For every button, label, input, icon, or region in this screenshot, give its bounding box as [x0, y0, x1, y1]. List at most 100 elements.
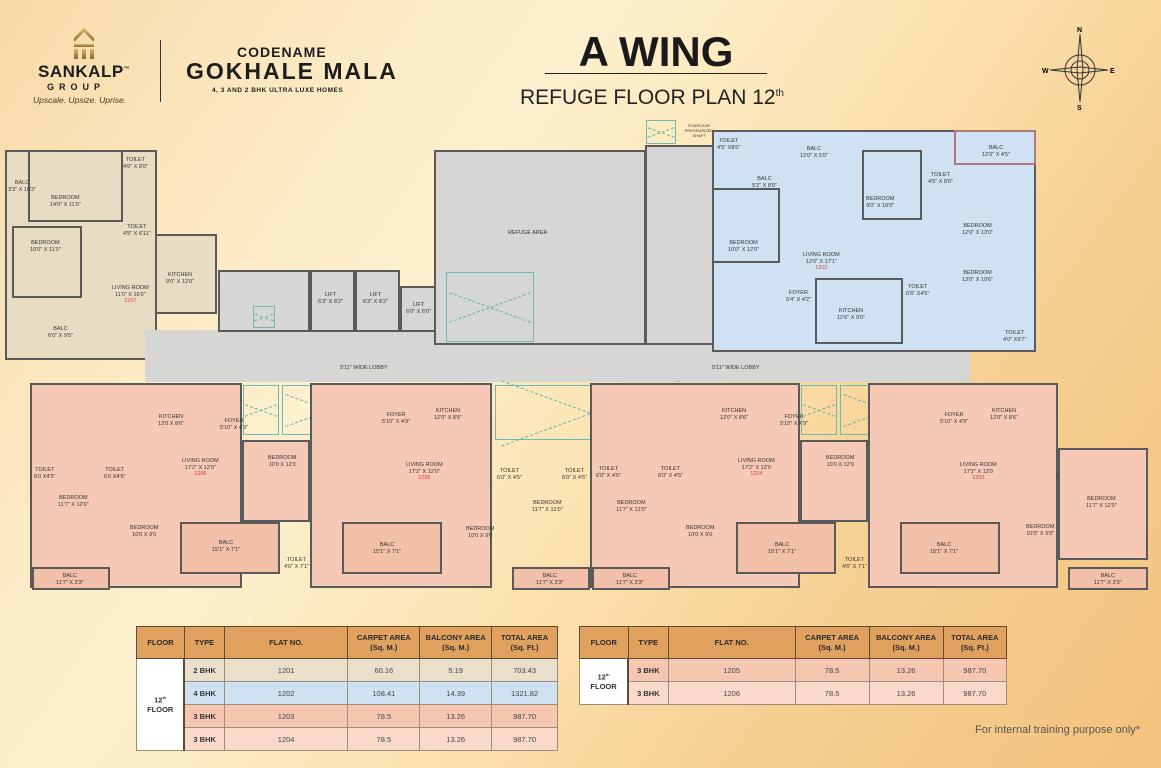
col-type: TYPE: [627, 626, 669, 659]
area-table-left: FLOOR TYPE FLAT NO. CARPET AREA (Sq. M.)…: [136, 626, 558, 751]
table-row: 3 BHK 1204 78.5 13.26 987.70: [137, 727, 558, 751]
plan-title: REFUGE FLOOR PLAN 12th: [520, 86, 784, 109]
lift-1: [310, 270, 355, 332]
compass-rose-icon: N S E W: [1042, 27, 1115, 112]
svg-text:W: W: [1042, 68, 1049, 75]
col-total-area: TOTAL AREA (Sq. Ft.): [942, 626, 1008, 659]
flat-1207-bedroom-2: [12, 226, 82, 298]
title-underline: [545, 73, 767, 74]
flat-1204-balc-2: [736, 522, 836, 574]
duct-shaft-1: [243, 385, 279, 435]
refuge-area-label: REFUGE AREA: [508, 230, 548, 236]
flat-1205-balc-2: [342, 522, 442, 574]
flat-1202-kitchen: [815, 278, 903, 344]
lift-2: [355, 270, 400, 332]
col-balcony-area: BALCONY AREA (Sq. M.): [868, 626, 944, 659]
brand-tagline: Upscale. Upsize. Uprise.: [33, 95, 127, 105]
staircase-right: [645, 145, 715, 345]
flat-1203-bedroom-wing: [1058, 448, 1148, 560]
col-balcony-area: BALCONY AREA (Sq. M.): [419, 626, 493, 659]
header-divider: [160, 40, 161, 102]
brand-group: GROUP: [47, 82, 106, 92]
sankalp-logo-icon: [74, 28, 94, 59]
lobby-label-left: 5'11" WIDE LOBBY: [340, 365, 388, 371]
brand-name: SANKALP™: [38, 62, 131, 81]
area-table-right-header: FLOOR TYPE FLAT NO. CARPET AREA (Sq. M.)…: [579, 626, 1008, 659]
duct-shaft-4: [801, 385, 837, 435]
flat-1206-balc-1: [32, 567, 110, 590]
col-carpet-area: CARPET AREA (Sq. M.): [347, 626, 421, 659]
lobby-label-right: 5'11" WIDE LOBBY: [712, 365, 760, 371]
refuge-duct-shaft: [446, 272, 534, 342]
pressurized-shaft: [646, 120, 676, 144]
svg-text:E: E: [1110, 68, 1115, 75]
staircase-shaft-left: [253, 306, 275, 328]
area-table-right: FLOOR TYPE FLAT NO. CARPET AREA (Sq. M.)…: [579, 626, 1008, 705]
flat-1204-balc-1: [592, 567, 670, 590]
area-table-left-header: FLOOR TYPE FLAT NO. CARPET AREA (Sq. M.)…: [136, 626, 558, 659]
col-floor: FLOOR: [136, 626, 185, 659]
flat-1202-bedroom-2: [862, 150, 922, 220]
col-type: TYPE: [183, 626, 225, 659]
flat-1206-balc-2: [180, 522, 280, 574]
col-carpet-area: CARPET AREA (Sq. M.): [794, 626, 870, 659]
col-flat-no: FLAT NO.: [667, 626, 796, 659]
footnote: For internal training purpose only*: [975, 724, 1141, 736]
flat-1206-bedroom-3: [242, 440, 310, 522]
flat-1203-balc-2: [900, 522, 1000, 574]
